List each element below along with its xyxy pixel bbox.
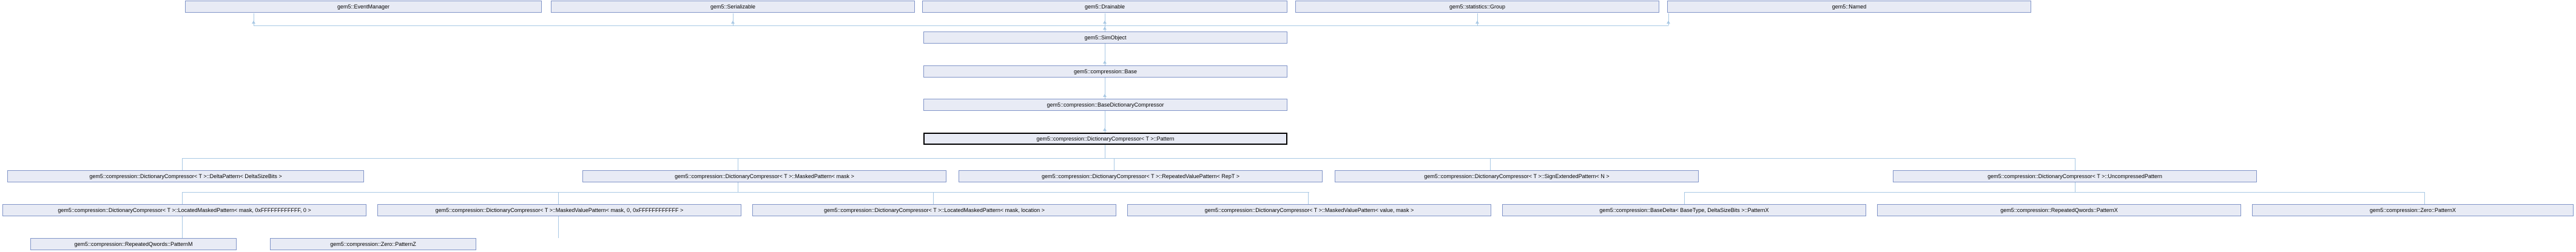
class-node-label: gem5::compression::Zero::PatternZ [330,240,416,247]
inheritance-arrow [1475,21,1479,24]
class-node-compression_base[interactable]: gem5::compression::Base [923,65,1287,78]
class-node-label: gem5::compression::RepeatedQwords::Patte… [2000,207,2118,213]
class-node-sign_extended_pat[interactable]: gem5::compression::DictionaryCompressor<… [1335,170,1699,182]
class-node-label: gem5::compression::BaseDictionaryCompres… [1047,101,1164,108]
class-node-label: gem5::compression::DictionaryCompressor<… [824,207,1045,213]
edge-row3-up-b [558,192,559,204]
edge-row3-up-e [1684,192,1685,204]
edge-row3-up-f [2424,192,2425,204]
edge-row4-line-b [558,216,559,238]
edge-row1-drop-e [1668,13,1669,25]
class-node-zero_pattern_x[interactable]: gem5::compression::Zero::PatternX [2252,204,2574,216]
inheritance-arrow [1103,21,1107,24]
class-node-zero_pattern_z[interactable]: gem5::compression::Zero::PatternZ [270,238,476,250]
class-node-label: gem5::compression::BaseDelta< BaseType, … [1599,207,1769,213]
edge-row3-up-d [1308,192,1309,204]
edge-row2-up-a [182,158,183,170]
class-node-label: gem5::compression::DictionaryCompressor<… [89,173,282,179]
inheritance-arrow [1103,94,1107,97]
inheritance-arrow [252,21,255,24]
class-node-serializable[interactable]: gem5::Serializable [551,1,915,13]
class-node-label: gem5::SimObject [1084,34,1127,41]
class-node-sim_object[interactable]: gem5::SimObject [923,31,1287,44]
inheritance-arrow [731,21,735,24]
edge-row2-bus [182,158,2075,159]
class-node-statistics_group[interactable]: gem5::statistics::Group [1295,1,1659,13]
inheritance-arrow [1667,21,1670,24]
edge-row1-bus [254,25,1668,26]
class-node-masked_value_pat[interactable]: gem5::compression::DictionaryCompressor<… [1127,204,1491,216]
class-node-delta_pattern[interactable]: gem5::compression::DictionaryCompressor<… [7,170,364,182]
class-node-label: gem5::statistics::Group [1449,3,1506,10]
class-node-label: gem5::compression::DictionaryCompressor<… [1204,207,1414,213]
class-node-repeated_qwords_m[interactable]: gem5::compression::RepeatedQwords::Patte… [30,238,237,250]
class-node-drainable[interactable]: gem5::Drainable [922,1,1287,13]
class-node-label: gem5::compression::DictionaryCompressor<… [435,207,684,213]
class-node-located_masked2[interactable]: gem5::compression::DictionaryCompressor<… [752,204,1116,216]
edge-row3-bus-left [182,192,1309,193]
class-node-label: gem5::compression::DictionaryCompressor<… [1988,173,2162,179]
edge-row3-bus-right [1684,192,2424,193]
class-node-label: gem5::Drainable [1084,3,1125,10]
class-node-pattern[interactable]: gem5::compression::DictionaryCompressor<… [923,133,1287,145]
class-node-label: gem5::compression::DictionaryCompressor<… [1036,135,1175,142]
class-node-label: gem5::Named [1832,3,1867,10]
class-node-base_dict_comp[interactable]: gem5::compression::BaseDictionaryCompres… [923,99,1287,111]
class-node-label: gem5::compression::DictionaryCompressor<… [58,207,311,213]
edge-row1-drop-d [1477,13,1478,25]
class-node-located_masked_pat[interactable]: gem5::compression::DictionaryCompressor<… [2,204,366,216]
inheritance-arrow [1103,128,1107,131]
edge-row4-line-a [182,216,183,238]
edge-row2-up-d [1490,158,1491,170]
inheritance-arrow [1103,61,1107,64]
class-node-base_delta[interactable]: gem5::compression::BaseDelta< BaseType, … [1502,204,1866,216]
edge-row3-up-c [933,192,934,204]
inheritance-arrow [1103,27,1107,30]
class-node-label: gem5::compression::Base [1073,68,1138,75]
class-node-label: gem5::Serializable [710,3,756,10]
class-node-event_manager[interactable]: gem5::EventManager [185,1,542,13]
class-node-label: gem5::compression::Zero::PatternX [2369,207,2456,213]
edge-row3-up-a [182,192,183,204]
class-node-label: gem5::EventManager [337,3,390,10]
class-node-uncompressed_pat[interactable]: gem5::compression::DictionaryCompressor<… [1893,170,2257,182]
class-node-named[interactable]: gem5::Named [1667,1,2031,13]
class-node-repeated_value_pat[interactable]: gem5::compression::DictionaryCompressor<… [959,170,1323,182]
class-node-label: gem5::compression::RepeatedQwords::Patte… [74,240,193,247]
class-node-label: gem5::compression::DictionaryCompressor<… [1041,173,1239,179]
class-node-label: gem5::compression::DictionaryCompressor<… [1424,173,1610,179]
class-node-label: gem5::compression::DictionaryCompressor<… [675,173,854,179]
class-node-masked_pattern[interactable]: gem5::compression::DictionaryCompressor<… [582,170,946,182]
class-node-repeated_qwords_x[interactable]: gem5::compression::RepeatedQwords::Patte… [1877,204,2241,216]
class-node-masked_value_pat0[interactable]: gem5::compression::DictionaryCompressor<… [377,204,741,216]
